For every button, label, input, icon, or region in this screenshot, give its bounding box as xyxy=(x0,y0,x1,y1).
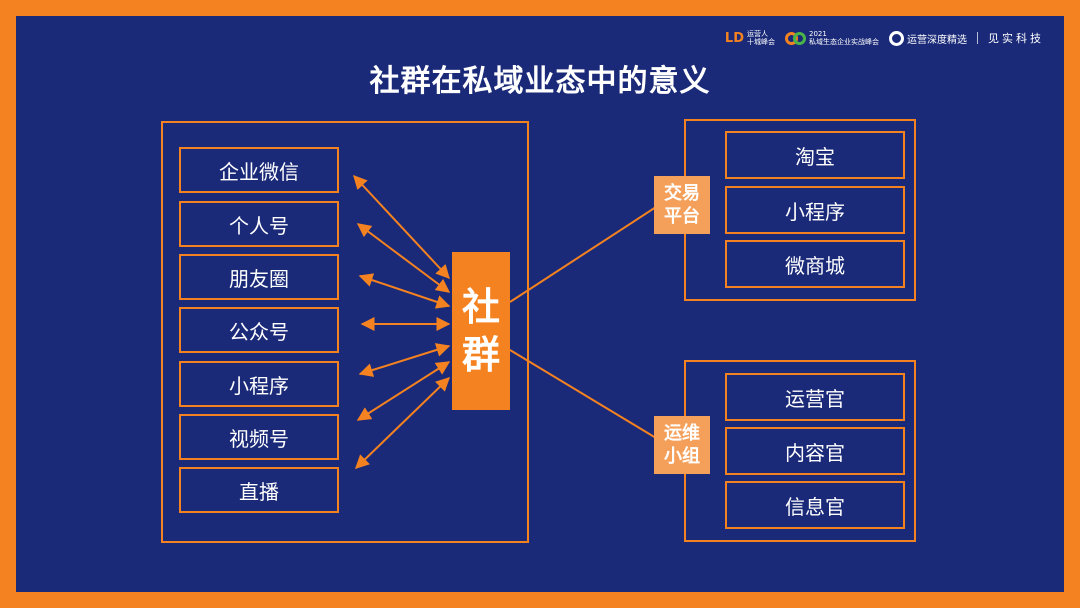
ops-item: 运营官 xyxy=(725,373,905,421)
logo-private-domain-summit: 2021 私域生态企业实战峰会 xyxy=(785,30,879,46)
logo-mark-icon: LD xyxy=(724,30,744,46)
logo-jianshi-text: 见实科技 xyxy=(988,32,1044,45)
sponsor-logos: LD 运营人 十城峰会 2021 私域生态企业实战峰会 运营深度精选 见实科技 xyxy=(725,30,1044,46)
trade-item: 微商城 xyxy=(725,240,905,288)
line-to-trade xyxy=(509,206,657,303)
logo-operator-summit: LD 运营人 十城峰会 xyxy=(725,30,775,46)
green-ring-icon xyxy=(793,31,806,45)
logo-jianshi: 见实科技 xyxy=(988,30,1044,46)
channel-item: 个人号 xyxy=(179,201,339,247)
arrow-pengyouquan xyxy=(358,273,451,309)
hub-char-2: 群 xyxy=(461,333,500,377)
connector-lines xyxy=(353,174,657,469)
channels-frame xyxy=(161,121,529,543)
trade-item: 淘宝 xyxy=(725,131,905,179)
ops-team-tag: 运维 小组 xyxy=(654,416,710,474)
channel-item: 视频号 xyxy=(179,414,339,460)
logo-operator-summit-text: 运营人 十城峰会 xyxy=(747,30,775,46)
logo-summit-text: 私域生态企业实战峰会 xyxy=(809,38,879,46)
channel-item: 公众号 xyxy=(179,307,339,353)
trade-item: 小程序 xyxy=(725,186,905,234)
line-to-ops xyxy=(509,349,657,439)
trade-tag-line2: 平台 xyxy=(664,206,700,227)
logo-divider xyxy=(977,32,978,44)
logo-year: 2021 xyxy=(809,30,827,38)
ops-tag-line2: 小组 xyxy=(664,446,700,467)
community-hub: 社 群 xyxy=(452,252,510,410)
trade-platform-tag: 交易 平台 xyxy=(654,176,710,234)
ops-item: 内容官 xyxy=(725,427,905,475)
logo-operations-selection-text: 运营深度精选 xyxy=(907,34,967,46)
arrow-zhibo xyxy=(354,377,451,469)
ops-tag-line1: 运维 xyxy=(664,423,700,444)
channel-item: 企业微信 xyxy=(179,147,339,193)
logo-operations-selection: 运营深度精选 xyxy=(889,30,967,46)
page-title: 社群在私域业态中的意义 xyxy=(369,64,711,99)
channel-item: 朋友圈 xyxy=(179,254,339,300)
q-logo-icon xyxy=(889,30,904,46)
channel-item: 小程序 xyxy=(179,361,339,407)
ops-item: 信息官 xyxy=(725,481,905,529)
channel-item: 直播 xyxy=(179,467,339,513)
hub-char-1: 社 xyxy=(461,285,500,329)
trade-tag-line1: 交易 xyxy=(664,183,700,204)
